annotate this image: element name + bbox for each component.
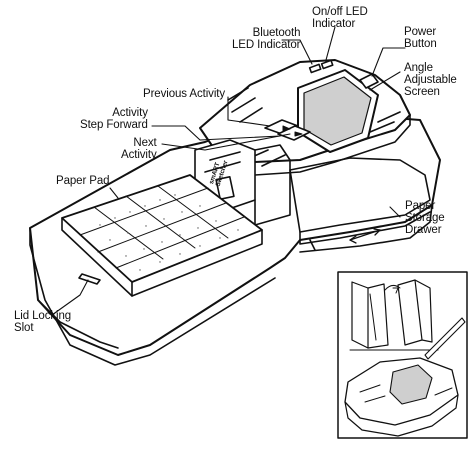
- navigation-buttons[interactable]: [264, 119, 311, 141]
- paper-storage-drawer-label: Paper Storage Drawer: [405, 200, 445, 236]
- paper-storage-drawer: [289, 157, 431, 251]
- lid-locking-slot[interactable]: [78, 273, 101, 285]
- bluetooth-led-label: Bluetooth LED Indicator: [232, 27, 301, 51]
- inset-panel: [337, 271, 468, 439]
- paper-pad-label: Paper Pad: [56, 175, 110, 187]
- leader-lines: [51, 26, 406, 316]
- power-button-label: Power Button: [404, 26, 437, 50]
- power-button[interactable]: [359, 73, 379, 89]
- screen-label: Angle Adjustable Screen: [404, 62, 457, 98]
- paper-pad: [61, 174, 263, 297]
- angle-adjustable-screen[interactable]: [297, 69, 379, 153]
- next-activity-label: Next Activity: [121, 137, 157, 161]
- step-forward-label: Activity Step Forward: [80, 107, 148, 131]
- onoff-led-label: On/off LED Indicator: [312, 6, 368, 30]
- lid-locking-slot-label: Lid Locking Slot: [14, 310, 72, 334]
- previous-activity-label: Previous Activity: [143, 88, 226, 100]
- drawer-arrow: [349, 228, 381, 244]
- led-indicators: [308, 59, 334, 74]
